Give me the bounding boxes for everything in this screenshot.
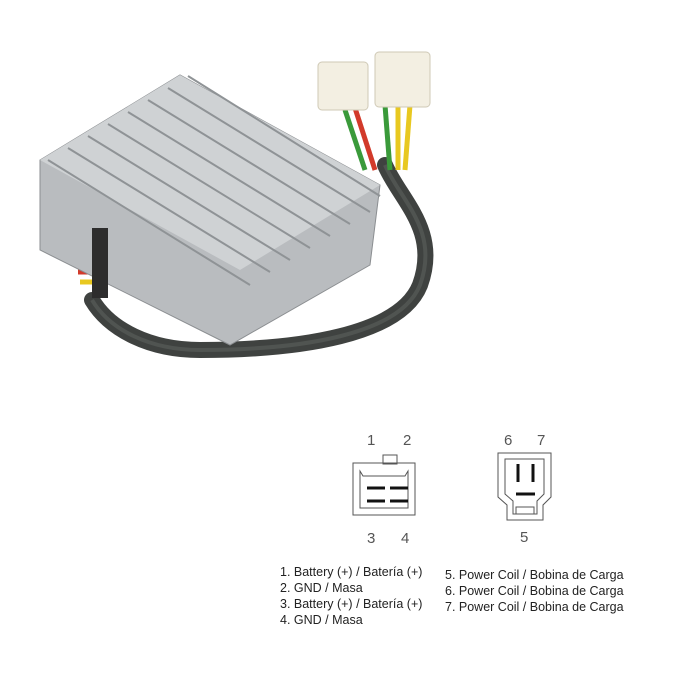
pin-label-2: 2	[403, 432, 412, 449]
legend-item: 2. GND / Masa	[280, 581, 363, 595]
fins	[47, 75, 381, 286]
legend-right: 5. Power Coil / Bobina de Carga 6. Power…	[445, 567, 624, 615]
legend-item: 3. Battery (+) / Batería (+)	[280, 597, 423, 611]
legend-item: 6. Power Coil / Bobina de Carga	[445, 584, 624, 598]
legend-item: 5. Power Coil / Bobina de Carga	[445, 568, 624, 582]
pin-label-3: 3	[367, 530, 376, 547]
pin-label-7: 7	[537, 432, 546, 449]
pin-label-5: 5	[520, 529, 529, 546]
legend-item: 1. Battery (+) / Batería (+)	[280, 565, 423, 579]
side-connector	[92, 228, 108, 298]
pin-label-1: 1	[367, 432, 376, 449]
cable	[84, 157, 434, 359]
legend-item: 7. Power Coil / Bobina de Carga	[445, 600, 624, 614]
pin-label-4: 4	[401, 530, 410, 547]
legend-left: 1. Battery (+) / Batería (+) 2. GND / Ma…	[280, 564, 422, 628]
connector-b	[497, 452, 552, 521]
wires-top	[342, 104, 413, 171]
pin-label-6: 6	[504, 432, 513, 449]
connector-a	[352, 454, 416, 516]
legend-item: 4. GND / Masa	[280, 613, 363, 627]
regulator-photo	[39, 51, 434, 359]
white-plugs	[317, 51, 431, 111]
